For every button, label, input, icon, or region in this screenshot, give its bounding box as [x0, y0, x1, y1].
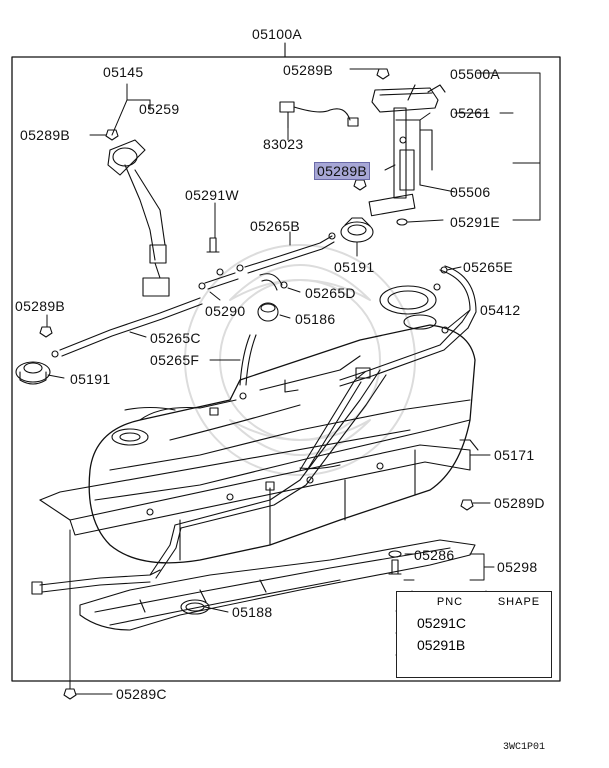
- label-05265D: 05265D: [305, 285, 356, 301]
- label-05289B-highlighted[interactable]: 05289B: [314, 162, 371, 180]
- sender-unit: [107, 139, 170, 297]
- hose-05265C: [59, 297, 203, 357]
- label-05412: 05412: [480, 302, 521, 318]
- label-05289B-top: 05289B: [283, 62, 334, 78]
- label-05290: 05290: [205, 303, 246, 319]
- label-05265B: 05265B: [250, 218, 301, 234]
- label-05259: 05259: [139, 101, 180, 117]
- hose-05265F: [239, 334, 257, 386]
- hose-05265E: [439, 265, 477, 329]
- label-05506: 05506: [450, 184, 491, 200]
- label-05265C: 05265C: [150, 330, 201, 346]
- harness-connector: [279, 101, 359, 129]
- label-05186: 05186: [295, 311, 336, 327]
- left-flange: [15, 361, 51, 385]
- legend-table: PNC SHAPE 05291C 05291B: [396, 591, 552, 678]
- label-05100A: 05100A: [252, 26, 303, 42]
- label-83023: 83023: [263, 136, 304, 152]
- diagram-frame: [11, 56, 561, 682]
- fuel-pump-module: [368, 84, 446, 217]
- label-05298: 05298: [497, 559, 538, 575]
- table-header-pnc: PNC: [436, 596, 464, 608]
- tank-support-frame: [39, 429, 479, 536]
- table-row-05291B: 05291B: [417, 637, 466, 653]
- hose-05265D: [259, 273, 283, 291]
- hose-05265B: [204, 235, 335, 290]
- label-05289C: 05289C: [116, 686, 167, 702]
- vapor-pipes: [149, 321, 469, 579]
- gasket-ring: [379, 285, 437, 330]
- label-05289D: 05289D: [494, 495, 545, 511]
- label-05500A: 05500A: [450, 66, 501, 82]
- valve-05186: [257, 302, 279, 322]
- label-05286: 05286: [414, 547, 455, 563]
- label-05191-left: 05191: [70, 371, 111, 387]
- top-flange: [340, 217, 374, 243]
- label-05171: 05171: [494, 447, 535, 463]
- leader-lines: [46, 68, 541, 695]
- table-row-05291C: 05291C: [417, 615, 467, 631]
- fuel-tank: [88, 324, 476, 564]
- label-05265F: 05265F: [150, 352, 200, 368]
- label-05291W: 05291W: [185, 187, 239, 203]
- label-05289B-left: 05289B: [20, 127, 71, 143]
- label-05291E: 05291E: [450, 214, 501, 230]
- label-05191-top: 05191: [334, 259, 375, 275]
- label-05265E: 05265E: [463, 259, 514, 275]
- label-05145: 05145: [103, 64, 144, 80]
- under-protector: [79, 539, 476, 631]
- label-05188: 05188: [232, 604, 273, 620]
- label-05289B-mid: 05289B: [15, 298, 66, 314]
- table-header-shape: SHAPE: [497, 596, 541, 608]
- filler-hose: [31, 569, 161, 595]
- footer-code: 3WC1P01: [503, 742, 546, 753]
- label-05261: 05261: [450, 105, 491, 121]
